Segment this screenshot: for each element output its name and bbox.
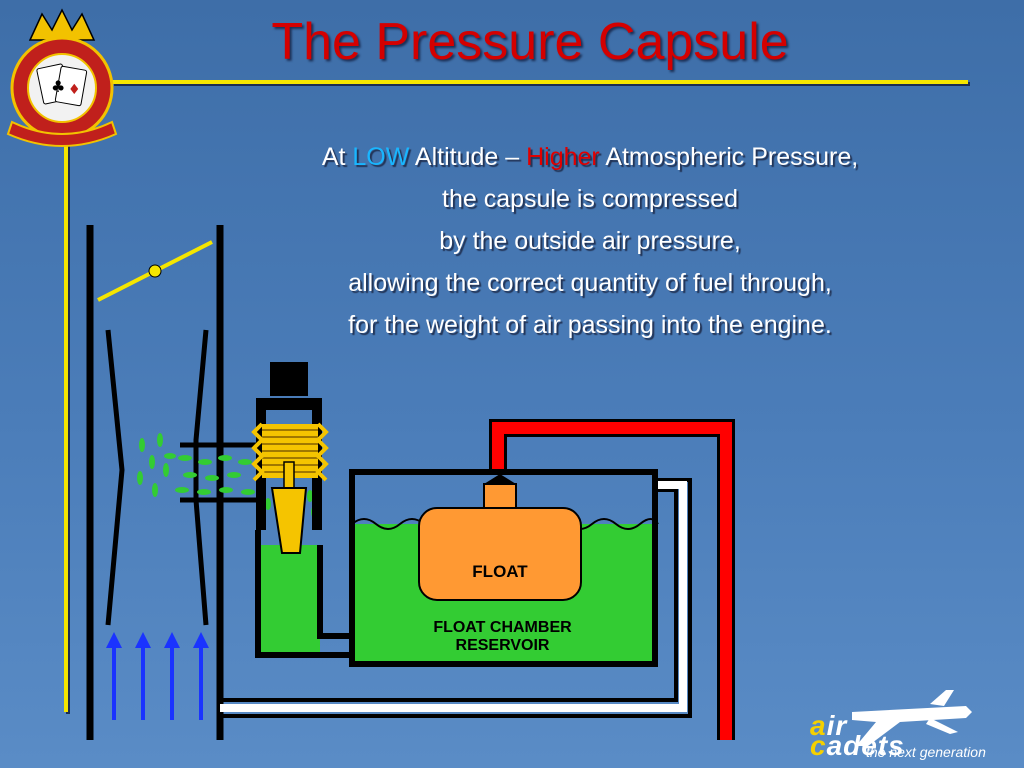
fuel-return-line xyxy=(220,478,692,718)
svg-text:♣: ♣ xyxy=(51,77,65,96)
float xyxy=(418,474,582,601)
description-line-3: by the outside air pressure, xyxy=(439,227,741,255)
description-line-5: for the weight of air passing into the e… xyxy=(348,311,832,339)
fuel-return-line-inner xyxy=(220,481,687,712)
left-frame-line xyxy=(64,120,70,714)
fuel-well xyxy=(255,530,352,658)
red-pressure-pipe xyxy=(489,419,735,740)
description-text: At LOW Altitude – Higher Atmospheric Pre… xyxy=(240,136,940,346)
description-line-4: allowing the correct quantity of fuel th… xyxy=(348,269,832,297)
fuel-spray xyxy=(137,433,317,518)
squadron-crest-logo: ♣ ♦ xyxy=(6,8,118,147)
capsule-housing xyxy=(256,362,322,530)
low-word: LOW xyxy=(352,143,410,171)
needle-valve xyxy=(270,461,308,554)
higher-word: Higher xyxy=(526,143,600,171)
air-tube xyxy=(86,225,224,740)
title-underline xyxy=(112,80,970,86)
slide-title: The Pressure Capsule xyxy=(271,13,789,71)
description-line-2: the capsule is compressed xyxy=(442,185,738,213)
svg-text:♦: ♦ xyxy=(68,82,81,98)
aircraft-logo xyxy=(852,690,972,746)
air-intake-arrows xyxy=(106,632,209,720)
jet-tube xyxy=(180,442,260,503)
throttle-butterfly xyxy=(97,240,213,302)
description-line-1: At LOW Altitude – Higher Atmospheric Pre… xyxy=(321,143,859,171)
tagline: the next generation xyxy=(866,744,986,760)
float-chamber-label: FLOAT CHAMBER RESERVOIR xyxy=(433,619,572,654)
float-label: FLOAT xyxy=(472,562,528,581)
